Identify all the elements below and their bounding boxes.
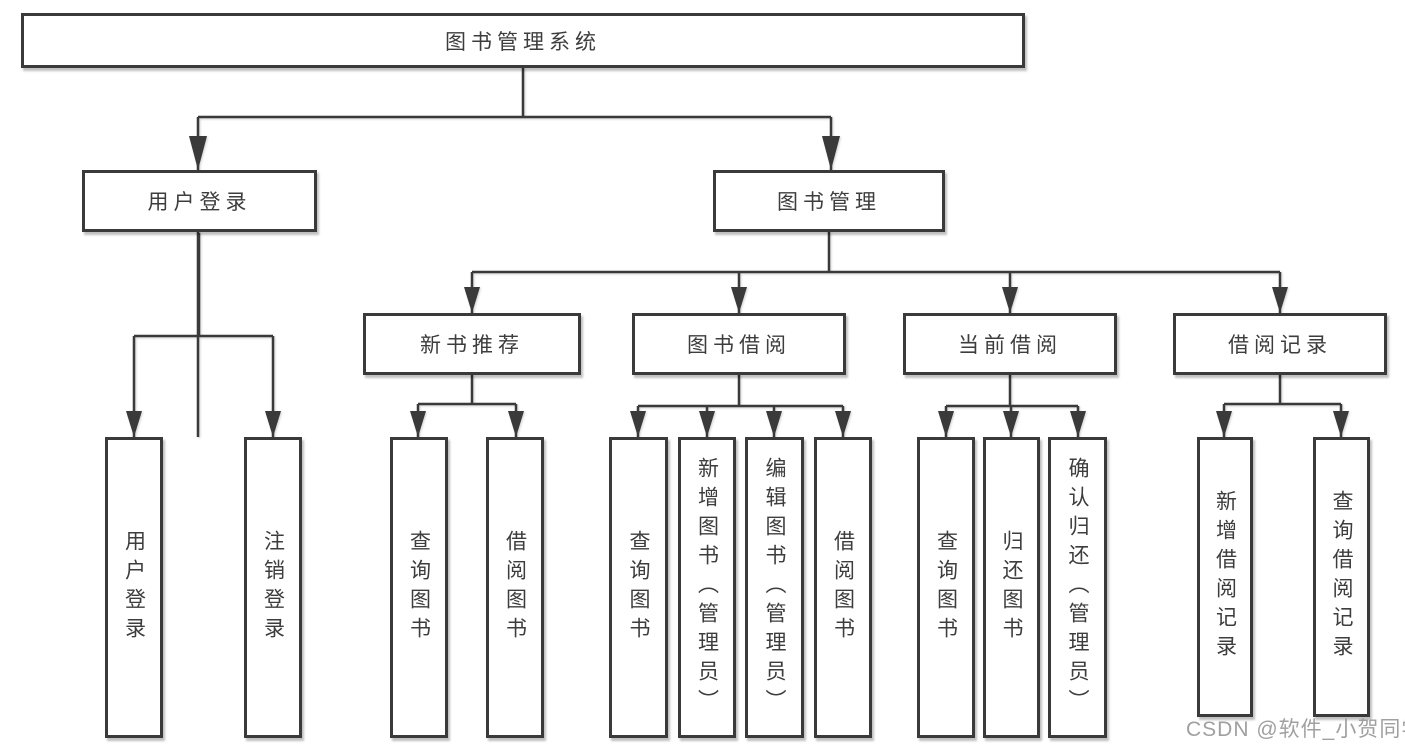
connector-root-to-level2 <box>189 68 840 437</box>
node-book-borrow-label: 图书借阅 <box>687 334 791 357</box>
node-new-book-rec: 新书推荐 <box>363 313 581 375</box>
node-book-mgmt-label: 图书管理 <box>777 191 881 214</box>
node-root-label: 图书管理系统 <box>445 30 601 54</box>
leaf-bb-borrow-books: 借阅图书 <box>814 437 872 738</box>
leaf-nbrec-borrow-books-label: 借阅图书 <box>503 529 527 646</box>
leaf-logout: 注销登录 <box>244 437 302 738</box>
leaf-br-query-record-label: 查询借阅记录 <box>1330 490 1353 664</box>
leaf-br-query-record: 查询借阅记录 <box>1313 437 1370 717</box>
leaf-cb-query-books: 查询图书 <box>917 437 975 738</box>
leaf-bb-edit-books-admin: 编辑图书（管理员） <box>745 437 804 738</box>
leaf-cb-return-books: 归还图书 <box>983 437 1040 738</box>
node-borrow-records: 借阅记录 <box>1173 313 1387 375</box>
connector-book-mgmt-children <box>464 232 1288 313</box>
leaf-logout-label: 注销登录 <box>261 529 285 646</box>
leaf-bb-edit-books-admin-label: 编辑图书（管理员） <box>763 457 786 718</box>
leaf-cb-confirm-return-admin: 确认归还（管理员） <box>1048 437 1107 738</box>
node-borrow-records-label: 借阅记录 <box>1228 334 1332 357</box>
node-book-borrow: 图书借阅 <box>632 313 846 375</box>
node-user-login-label: 用户登录 <box>147 191 252 214</box>
node-new-book-rec-label: 新书推荐 <box>420 334 524 357</box>
node-current-borrow: 当前借阅 <box>903 313 1117 375</box>
leaf-cb-query-books-label: 查询图书 <box>934 529 958 646</box>
leaf-bb-add-books-admin: 新增图书（管理员） <box>678 437 736 738</box>
leaf-bb-query-books: 查询图书 <box>609 437 668 738</box>
connector-borrow-records-children <box>1216 375 1349 437</box>
node-book-mgmt: 图书管理 <box>713 170 945 232</box>
watermark: CSDN @软件_小贺同学 <box>1186 718 1405 741</box>
leaf-cb-confirm-return-admin-label: 确认归还（管理员） <box>1066 457 1089 718</box>
connector-current-borrow-children <box>938 375 1086 437</box>
leaf-user-login: 用户登录 <box>105 437 163 738</box>
connector-user-login-children <box>126 233 281 437</box>
leaf-cb-return-books-label: 归还图书 <box>1000 529 1023 646</box>
leaf-nbrec-borrow-books: 借阅图书 <box>486 437 544 738</box>
leaf-nbrec-query-books: 查询图书 <box>390 437 448 738</box>
connector-new-book-rec-children <box>410 375 524 437</box>
leaf-bb-query-books-label: 查询图书 <box>627 529 650 646</box>
leaf-br-add-record: 新增借阅记录 <box>1197 437 1253 717</box>
leaf-nbrec-query-books-label: 查询图书 <box>407 529 431 646</box>
leaf-bb-add-books-admin-label: 新增图书（管理员） <box>695 457 719 718</box>
node-current-borrow-label: 当前借阅 <box>958 334 1062 357</box>
leaf-br-add-record-label: 新增借阅记录 <box>1213 490 1237 664</box>
leaf-user-login-label: 用户登录 <box>122 529 146 646</box>
connector-book-borrow-children <box>630 375 851 437</box>
leaf-bb-borrow-books-label: 借阅图书 <box>831 529 855 646</box>
node-user-login: 用户登录 <box>82 170 317 232</box>
node-root: 图书管理系统 <box>21 13 1025 68</box>
